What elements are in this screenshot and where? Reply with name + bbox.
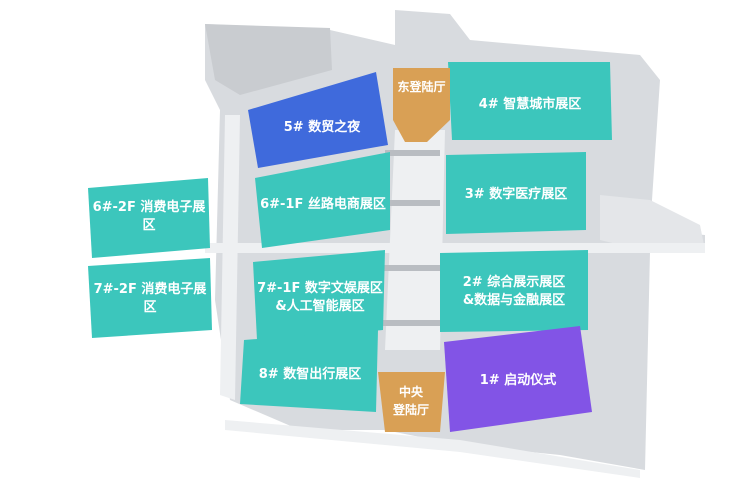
central-landing-hall-shape[interactable] [378, 372, 445, 432]
hall-7-1f-shape[interactable] [253, 250, 385, 340]
cross-road [205, 243, 705, 253]
hall-6-1f-shape[interactable] [255, 152, 390, 248]
top-left-lot [205, 24, 332, 95]
hall-2-shape[interactable] [440, 250, 588, 332]
west-road [220, 115, 240, 400]
hall-6-2f-shape[interactable] [88, 178, 210, 258]
east-landing-hall-shape[interactable] [393, 68, 450, 142]
hall-1-shape[interactable] [444, 326, 592, 432]
south-road [225, 420, 640, 478]
right-lot [600, 195, 705, 252]
hall-3-shape[interactable] [446, 152, 586, 234]
central-corridor [385, 130, 445, 350]
corridor-bridges [380, 150, 440, 326]
hall-4-shape[interactable] [448, 62, 612, 140]
hall-5-shape[interactable] [248, 72, 388, 168]
hall-8-shape[interactable] [240, 330, 378, 412]
hall-7-2f-shape[interactable] [88, 258, 212, 338]
